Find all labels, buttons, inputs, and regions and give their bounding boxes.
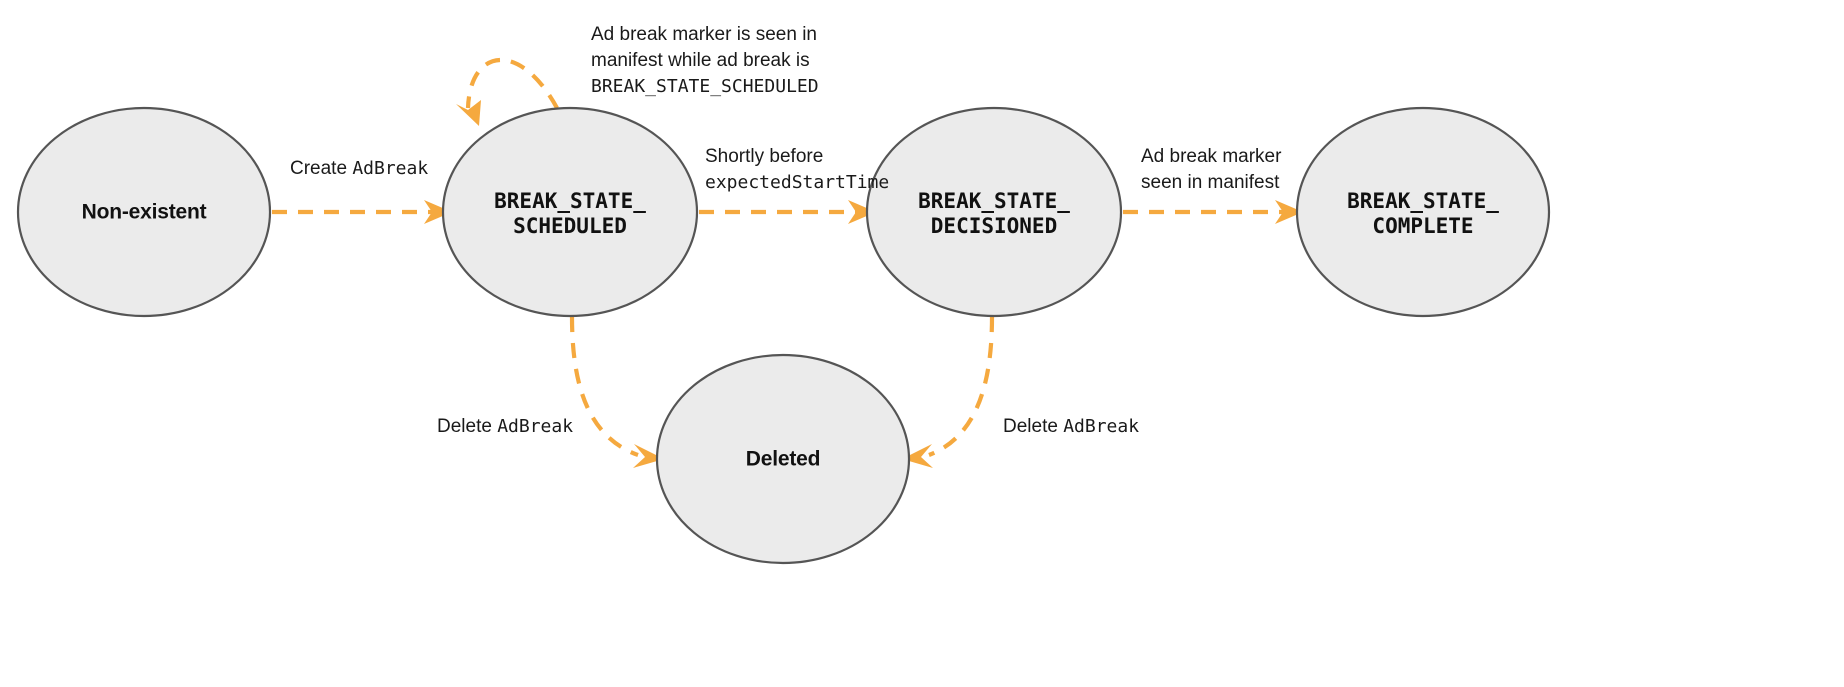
edge-delete-from-decisioned-arrowhead [902,444,933,468]
edge-marker-seen-arrowhead [1275,200,1303,224]
node-break-state-scheduled-label-line1: BREAK_STATE_ [494,189,646,213]
edge-delete-from-decisioned[interactable] [902,316,995,468]
edge-label-delete-from-decisioned: Delete AdBreak [1003,416,1139,437]
edge-label-marker-seen-in-manifest: Ad break marker seen in manifest [1141,146,1287,193]
edge-delete-from-scheduled-line [569,316,639,457]
edge-label-marker-seen-while-scheduled: Ad break marker is seen in manifest whil… [591,24,822,97]
node-break-state-decisioned[interactable]: BREAK_STATE_ DECISIONED [865,106,1123,318]
node-non-existent-shape [16,106,272,318]
edge-create-adbreak[interactable] [272,200,452,224]
edge-delete-from-scheduled[interactable] [569,316,664,468]
node-break-state-decisioned-shape [865,106,1123,318]
edge-self-loop-arrowhead [456,100,481,126]
node-deleted-shape [655,353,911,565]
edge-delete-from-scheduled-arrowhead [633,444,664,468]
edge-label-create-adbreak: Create AdBreak [290,158,428,179]
edge-marker-seen-in-manifest[interactable] [1123,200,1303,224]
edge-shortly-before-arrowhead [848,200,876,224]
node-break-state-complete[interactable]: BREAK_STATE_ COMPLETE [1295,106,1551,318]
edge-self-loop-line [465,57,559,110]
node-deleted[interactable]: Deleted [655,353,911,565]
node-break-state-scheduled-shape [441,106,699,318]
node-non-existent-label: Non-existent [82,201,207,224]
edge-label-delete-from-scheduled: Delete AdBreak [437,416,573,437]
edge-marker-seen-while-scheduled[interactable] [456,57,559,126]
edge-shortly-before[interactable] [699,200,876,224]
node-deleted-label: Deleted [746,448,820,471]
edge-delete-from-decisioned-line [928,316,995,457]
node-break-state-scheduled-label-line2: SCHEDULED [513,214,627,238]
node-break-state-decisioned-label-line2: DECISIONED [931,214,1057,238]
edge-label-shortly-before: Shortly before expectedStartTime [705,146,889,193]
node-non-existent[interactable]: Non-existent [16,106,272,318]
node-break-state-complete-label-line1: BREAK_STATE_ [1347,189,1499,213]
node-break-state-decisioned-label-line1: BREAK_STATE_ [918,189,1070,213]
node-break-state-complete-shape [1295,106,1551,318]
edge-create-adbreak-arrowhead [424,200,452,224]
node-break-state-complete-label-line2: COMPLETE [1372,214,1473,238]
node-break-state-scheduled[interactable]: BREAK_STATE_ SCHEDULED [441,106,699,318]
